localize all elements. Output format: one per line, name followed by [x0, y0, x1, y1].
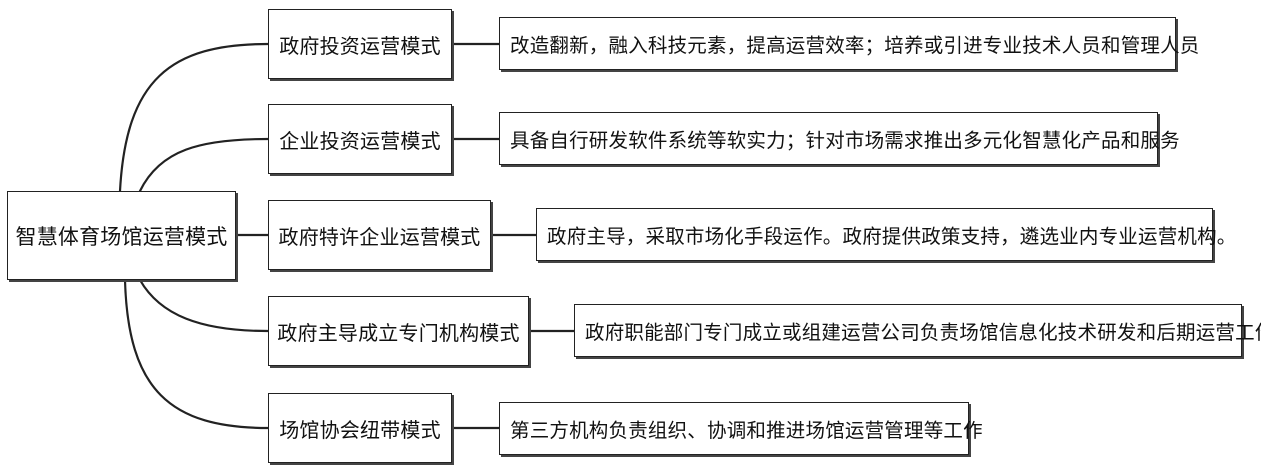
mode-node-enterprise-investment: 企业投资运营模式	[268, 104, 452, 174]
mode-node-dedicated-agency: 政府主导成立专门机构模式	[268, 296, 529, 366]
mode-node-venue-association: 场馆协会纽带模式	[268, 393, 452, 463]
root-connector-4	[123, 278, 270, 430]
description-node-venue-association: 第三方机构负责组织、协调和推进场馆运营管理等工作	[499, 402, 983, 455]
root-node: 智慧体育场馆运营模式	[7, 191, 236, 280]
root-connector-1	[138, 137, 270, 193]
mode-node-government-franchise: 政府特许企业运营模式	[268, 200, 491, 270]
root-connector-3	[138, 278, 270, 333]
description-node-dedicated-agency: 政府职能部门专门成立或组建运营公司负责场馆信息化技术研发和后期运营工作	[574, 304, 1261, 357]
root-connector-0	[118, 42, 270, 193]
mode-node-government-investment: 政府投资运营模式	[268, 9, 452, 79]
description-node-government-franchise: 政府主导，采取市场化手段运作。政府提供政策支持，遴选业内专业运营机构。	[536, 208, 1236, 261]
description-node-enterprise-investment: 具备自行研发软件系统等软实力；针对市场需求推出多元化智慧化产品和服务	[499, 112, 1180, 165]
description-node-government-investment: 改造翻新，融入科技元素，提高运营效率；培养或引进专业技术人员和管理人员	[499, 17, 1199, 70]
